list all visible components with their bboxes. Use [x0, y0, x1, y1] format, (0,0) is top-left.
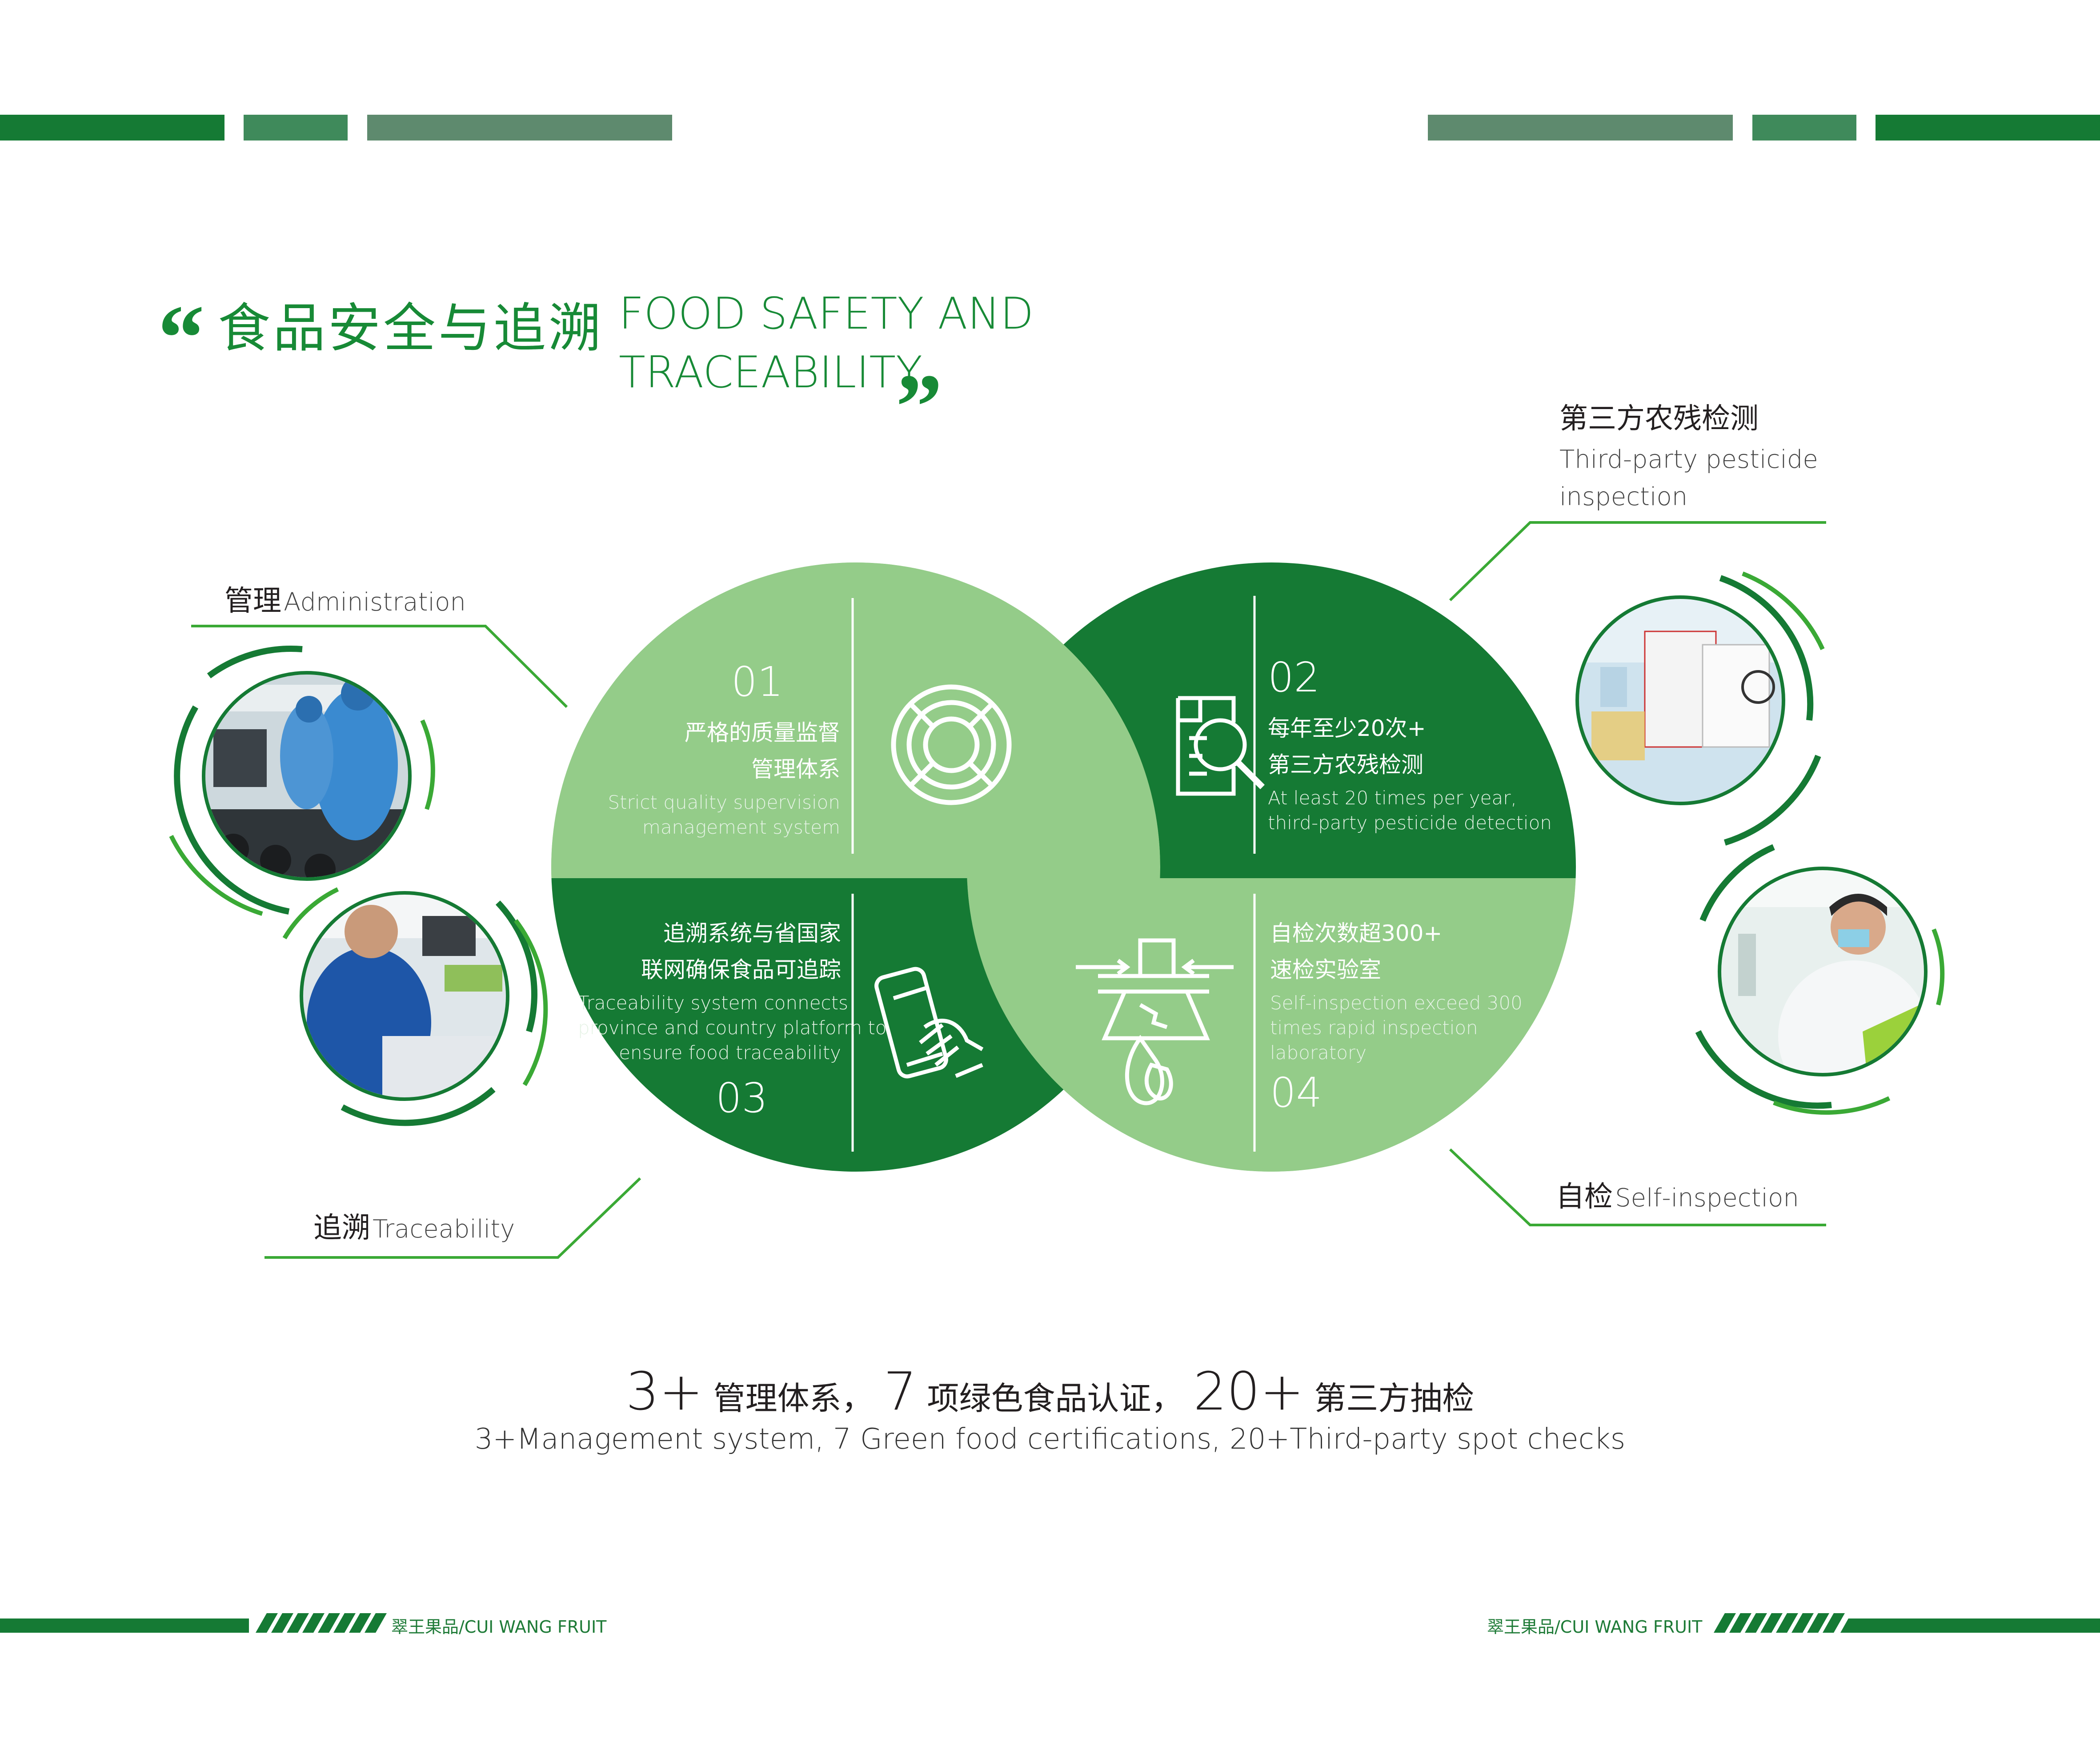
segment-04-en-line3: laboratory: [1270, 1042, 1367, 1064]
segment-02-number: 02: [1268, 654, 1320, 701]
segment-02-cn-line1: 每年至少20次+: [1268, 715, 1426, 741]
summary-en: 3+Management system, 7 Green food certif…: [474, 1423, 1626, 1456]
footer-decor-left: [0, 1613, 387, 1633]
drop-press-icon: [1076, 938, 1234, 1105]
segment-04-cn-line1: 自检次数超300+: [1270, 920, 1443, 946]
footer-brand-right: 翠王果品/CUI WANG FRUIT: [1487, 1617, 1703, 1637]
footer-decor-right: [1714, 1613, 2100, 1633]
photo-lab-documents: [1575, 571, 1825, 846]
segment-03-cn-line2: 联网确保食品可追踪: [641, 957, 841, 983]
footer-brand-left: 翠王果品/CUI WANG FRUIT: [391, 1617, 607, 1637]
label-traceability-en: Traceability: [373, 1215, 515, 1244]
label-administration: 管理 Administration: [224, 578, 466, 619]
label-third-party-en2: inspection: [1559, 482, 1688, 511]
page-title-en-line2: TRACEABILITY: [619, 347, 922, 398]
label-third-party-en1: Third-party pesticide: [1559, 445, 1818, 474]
label-third-party-cn: 第三方农残检测: [1559, 402, 1759, 435]
segment-03-cn-line1: 追溯系统与省国家: [663, 920, 841, 946]
segment-03-en-line3: ensure food traceability: [619, 1042, 841, 1064]
phone-hand-icon: [874, 967, 984, 1079]
segment-02-cn-line2: 第三方农残检测: [1268, 752, 1423, 778]
summary-number-2: 7: [883, 1361, 917, 1422]
segment-04-number: 04: [1270, 1069, 1323, 1116]
close-quote-mark: ”: [896, 355, 942, 458]
summary-number-1: 3+: [625, 1361, 703, 1422]
page-title-cn: 食品安全与追溯: [218, 297, 604, 359]
summary-number-3: 20+: [1193, 1361, 1304, 1422]
segment-04-cn-line2: 速检实验室: [1270, 957, 1381, 983]
label-self-inspection: 自检 Self-inspection: [1556, 1174, 1799, 1215]
page-title-en-line1: FOOD SAFETY AND: [619, 289, 1034, 339]
open-quote-mark: “: [158, 286, 204, 390]
page-title-en: FOOD SAFETY AND TRACEABILITY: [619, 285, 1034, 402]
photo-lab-technician: [1695, 844, 1945, 1115]
segment-01-en-line2: management system: [642, 816, 840, 838]
segment-02-en-line2: third-party pesticide detection: [1268, 812, 1552, 834]
summary-text-1: 管理体系，: [713, 1380, 874, 1417]
segment-03-number: 03: [716, 1074, 768, 1122]
summary-text-2: 项绿色食品认证，: [927, 1380, 1183, 1417]
segment-02-en-line1: At least 20 times per year,: [1268, 787, 1517, 809]
label-traceability: 追溯 Traceability: [313, 1205, 515, 1246]
label-administration-cn: 管理: [224, 585, 281, 618]
connector-lines: [191, 521, 1826, 1259]
label-administration-en: Administration: [284, 588, 466, 617]
photo-worker-packing: [282, 887, 548, 1126]
photo-sorting-line: [169, 645, 435, 916]
segment-01-en-line1: Strict quality supervision: [608, 791, 840, 813]
segment-03-en-line1: Traceability system connects: [578, 992, 848, 1014]
segment-03: 追溯系统与省国家 联网确保食品可追踪 Traceability system c…: [578, 915, 887, 1122]
summary-cn: 3+ 管理体系， 7 项绿色食品认证， 20+ 第三方抽检: [0, 1361, 2100, 1422]
segment-02: 02 每年至少20次+ 第三方农残检测 At least 20 times pe…: [1268, 654, 1552, 835]
label-traceability-cn: 追溯: [313, 1212, 370, 1245]
segment-04-en-line1: Self-inspection exceed 300: [1270, 992, 1523, 1014]
label-third-party: 第三方农残检测 Third-party pesticide inspection: [1559, 396, 1818, 516]
segment-01: 01 严格的质量监督 管理体系 Strict quality supervisi…: [578, 658, 840, 840]
summary-text-3: 第三方抽检: [1314, 1380, 1475, 1417]
segment-01-cn-line1: 严格的质量监督: [685, 720, 840, 746]
segment-01-number: 01: [731, 658, 784, 706]
label-self-inspection-en: Self-inspection: [1615, 1184, 1799, 1213]
label-self-inspection-cn: 自检: [1556, 1181, 1613, 1213]
segment-04: 自检次数超300+ 速检实验室 Self-inspection exceed 3…: [1270, 915, 1523, 1116]
segment-04-en-line2: times rapid inspection: [1270, 1017, 1478, 1039]
segment-01-cn-line2: 管理体系: [751, 756, 840, 782]
top-decor-bars: [0, 115, 2100, 141]
lifebuoy-icon: [891, 684, 1012, 805]
document-search-icon: [1176, 696, 1265, 796]
segment-03-en-line2: province and country platform to: [578, 1017, 887, 1039]
